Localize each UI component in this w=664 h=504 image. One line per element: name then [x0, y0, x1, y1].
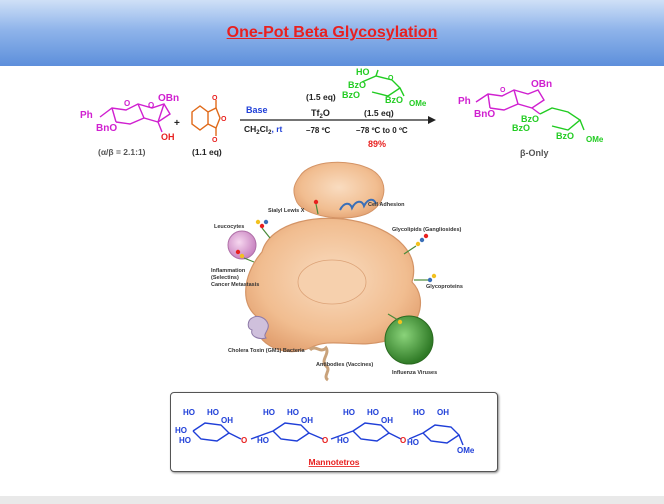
label-sialyl-lewis-x: Sialyl Lewis X	[268, 208, 305, 214]
step2-eq: (1.5 eq)	[306, 92, 336, 102]
label-cell-adhesion: Cell Adhesion	[368, 202, 405, 208]
mannotetros-name: Mannotetros	[309, 457, 360, 467]
manno-ho-2: HO	[263, 408, 275, 417]
product-bno: BnO	[474, 109, 495, 120]
manno-oh-4: OH	[437, 408, 449, 417]
label-glycoproteins: Glycoproteins	[426, 284, 463, 290]
glycan-beads	[235, 199, 437, 325]
manno-ho-1: HO	[183, 408, 195, 417]
manno-ho-4: HO	[413, 408, 425, 417]
anhydride-o-bottom: O	[212, 137, 218, 144]
acceptor-bzo2: BzO	[342, 90, 360, 100]
manno-ho-3b: HO	[367, 408, 379, 417]
acceptor-ho: HO	[356, 67, 370, 77]
donor-anomer-ratio: (α/β = 2.1:1)	[98, 147, 146, 157]
manno-ho-3: HO	[343, 408, 355, 417]
step2-reagent: Tf2O	[311, 108, 330, 120]
slide-footer-strip	[0, 496, 664, 504]
donor-structure	[99, 103, 171, 133]
donor-obn: OBn	[158, 93, 179, 104]
title-banner	[0, 0, 664, 66]
product-selectivity: β-Only	[520, 148, 549, 158]
mannotetros-box: HO HO OH HO HO O HO HO OH HO O HO HO OH …	[170, 392, 498, 472]
step1-base: Base	[246, 105, 268, 115]
step3-temp: –78 ºC to 0 ºC	[356, 126, 408, 135]
manno-ho-1b: HO	[207, 408, 219, 417]
plus-sign: +	[174, 118, 180, 129]
mannotetros-structure: HO HO OH HO HO O HO HO OH HO O HO HO OH …	[175, 408, 475, 467]
manno-ho-1d: HO	[179, 436, 191, 445]
manno-oh-1: OH	[221, 416, 233, 425]
manno-oh-3: OH	[381, 416, 393, 425]
donor-bno: BnO	[96, 123, 117, 134]
cell-nucleus	[297, 259, 367, 305]
label-leucocytes: Leucocytes	[214, 224, 244, 230]
antibody	[308, 345, 330, 382]
acceptor-bzo1: BzO	[348, 80, 366, 90]
small-cell	[293, 161, 385, 219]
label-glycolipids: Glycolipids (Gangliosides)	[392, 227, 462, 233]
product-ph: Ph	[458, 96, 471, 107]
manno-ho-3c: HO	[337, 436, 349, 445]
acceptor-bzo3: BzO	[385, 95, 403, 105]
donor-ph: Ph	[80, 110, 93, 121]
product-ring-o: O	[500, 87, 506, 94]
manno-ho-2c: HO	[257, 436, 269, 445]
glycan-stalks	[243, 203, 428, 321]
manno-link-o-2: O	[322, 436, 328, 445]
step3-yield: 89%	[368, 139, 386, 149]
step1-solvent: CH2Cl2, rt	[244, 124, 282, 136]
label-cholera: Cholera Toxin (GM1) Bacteria	[228, 348, 306, 354]
slide-title: One-Pot Beta Glycosylation	[226, 24, 438, 41]
product-structure	[475, 89, 585, 131]
anhydride-o-ring: O	[221, 116, 227, 123]
product-obn: OBn	[531, 79, 552, 90]
manno-ho-2b: HO	[287, 408, 299, 417]
manno-ome: OMe	[457, 446, 475, 455]
acceptor-structure	[361, 69, 405, 97]
product-bzo2: BzO	[512, 123, 530, 133]
cell-adhesion-helix	[339, 198, 377, 211]
cholera-toxin	[247, 315, 269, 339]
manno-link-o-3: O	[400, 436, 406, 445]
donor-oh: OH	[161, 132, 175, 142]
product-bzo1: BzO	[521, 114, 539, 124]
label-inflammation-1: Inflammation	[211, 268, 246, 274]
manno-ho-1c: HO	[175, 426, 187, 435]
acceptor-ring-o: O	[388, 75, 394, 82]
donor-ring-o2: O	[148, 101, 154, 110]
arrow-head	[428, 116, 436, 124]
label-inflammation-2: (Selectins)	[211, 275, 239, 281]
product-bzo3: BzO	[556, 131, 574, 141]
anhydride-structure	[191, 100, 221, 136]
cell-illustration	[227, 161, 437, 382]
step2-temp: –78 ºC	[306, 126, 330, 135]
step3-eq: (1.5 eq)	[364, 108, 394, 118]
manno-oh-2: OH	[301, 416, 313, 425]
manno-link-o-1: O	[241, 436, 247, 445]
influenza-virus	[384, 315, 434, 365]
product-ome: OMe	[586, 135, 604, 144]
anhydride-eq: (1.1 eq)	[192, 147, 222, 157]
label-influenza: Influenza Viruses	[392, 370, 437, 376]
anhydride-o-top: O	[212, 95, 218, 102]
label-inflammation-3: Cancer Metastasis	[211, 282, 259, 288]
manno-ho-4c: HO	[407, 438, 419, 447]
leucocyte	[227, 230, 257, 260]
label-antibodies: Antibodies (Vaccines)	[316, 362, 373, 368]
acceptor-ome: OMe	[409, 99, 427, 108]
donor-ring-o: O	[124, 99, 130, 108]
